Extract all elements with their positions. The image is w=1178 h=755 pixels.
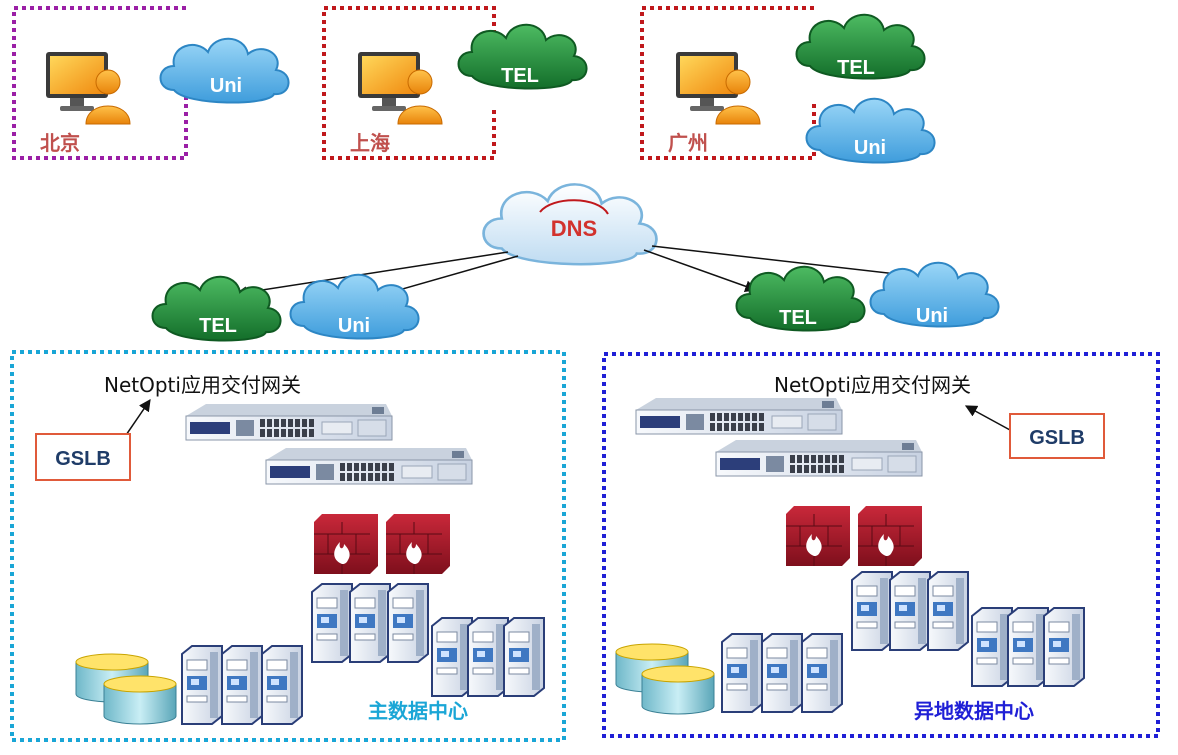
client-site-beijing: 北京: [12, 6, 188, 160]
database-icon: [103, 675, 177, 725]
cloud-shanghai-tel: TEL: [457, 23, 588, 90]
svg-text:Uni: Uni: [210, 75, 242, 97]
server-rack-icon: [431, 617, 473, 697]
server-rack-icon: [851, 571, 893, 651]
main-dc-label: 主数据中心: [368, 699, 468, 723]
svg-text:TEL: TEL: [199, 315, 237, 337]
monitor-user-icon: [675, 51, 761, 125]
server-rack-icon: [387, 583, 429, 663]
server-rack-icon: [721, 633, 763, 713]
cloud-beijing-uni: Uni: [159, 37, 290, 104]
main-gateway-label: NetOpti应用交付网关: [104, 373, 301, 397]
cloud-main-tel: TEL: [151, 275, 282, 342]
database-icon: [641, 665, 715, 715]
cloud-remote-tel: TEL: [735, 265, 866, 332]
server-rack-icon: [503, 617, 545, 697]
cloud-guangzhou-uni: Uni: [805, 97, 936, 164]
remote-dc-border: [602, 352, 1160, 738]
svg-text:TEL: TEL: [501, 65, 539, 87]
server-rack-icon: [311, 583, 353, 663]
city-label-shanghai: 上海: [350, 131, 390, 155]
main-dc-border: [10, 350, 566, 742]
firewall-icon: [857, 505, 923, 567]
svg-text:Uni: Uni: [854, 137, 886, 159]
server-rack-icon: [927, 571, 969, 651]
svg-text:Uni: Uni: [916, 305, 948, 327]
city-label-guangzhou: 广州: [668, 131, 708, 155]
server-rack-icon: [261, 645, 303, 725]
remote-dc-label: 异地数据中心: [914, 699, 1034, 723]
server-rack-icon: [761, 633, 803, 713]
shanghai-border: [322, 6, 496, 160]
cloud-remote-uni: Uni: [869, 261, 1000, 328]
dns-cloud: DNS: [482, 183, 658, 266]
client-site-shanghai: 上海: [322, 6, 496, 160]
remote-datacenter: NetOpti应用交付网关 GSLB 异地数据中心: [602, 352, 1160, 738]
server-rack-icon: [181, 645, 223, 725]
firewall-icon: [313, 513, 379, 575]
cloud-guangzhou-tel: TEL: [795, 13, 926, 80]
monitor-user-icon: [45, 51, 131, 125]
svg-text:Uni: Uni: [338, 315, 370, 337]
server-rack-icon: [1007, 607, 1049, 687]
svg-text:TEL: TEL: [837, 57, 875, 79]
server-appliance-icon: [185, 403, 393, 441]
remote-gateway-label: NetOpti应用交付网关: [774, 373, 971, 397]
beijing-border: [12, 6, 188, 160]
server-rack-icon: [467, 617, 509, 697]
firewall-icon: [785, 505, 851, 567]
server-rack-icon: [889, 571, 931, 651]
server-rack-icon: [971, 607, 1013, 687]
server-appliance-icon: [265, 447, 473, 485]
server-appliance-icon: [715, 439, 923, 477]
main-gslb-box: GSLB: [35, 433, 131, 481]
main-datacenter: NetOpti应用交付网关 GSLB 主数据中心: [10, 350, 566, 742]
firewall-icon: [385, 513, 451, 575]
server-rack-icon: [221, 645, 263, 725]
monitor-user-icon: [357, 51, 443, 125]
client-site-guangzhou: 广州: [640, 6, 816, 160]
main-gslb-label: GSLB: [55, 448, 111, 470]
server-rack-icon: [801, 633, 843, 713]
city-label-beijing: 北京: [40, 131, 80, 155]
server-appliance-icon: [635, 397, 843, 435]
remote-gslb-box: GSLB: [1009, 413, 1105, 459]
cloud-main-uni: Uni: [289, 273, 420, 340]
server-rack-icon: [1043, 607, 1085, 687]
remote-gslb-label: GSLB: [1029, 427, 1085, 449]
dns-label: DNS: [551, 216, 597, 241]
svg-text:TEL: TEL: [779, 307, 817, 329]
server-rack-icon: [349, 583, 391, 663]
